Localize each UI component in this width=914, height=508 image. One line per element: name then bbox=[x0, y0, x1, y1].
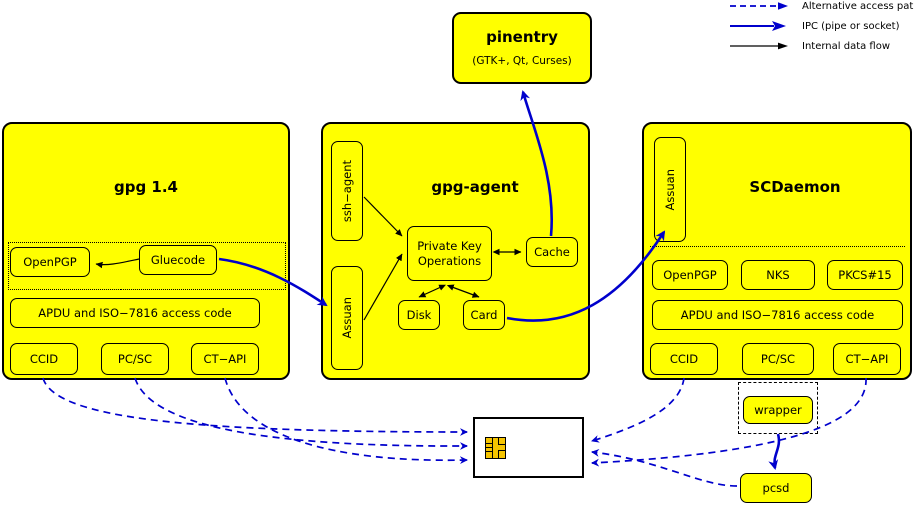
private-key-ops-line1: Private Key bbox=[417, 239, 482, 254]
wrapper-node[interactable]: wrapper bbox=[743, 396, 813, 424]
scdaemon-driver-ctapi[interactable]: CT−API bbox=[833, 343, 901, 375]
gpg-agent-cache-node[interactable]: Cache bbox=[526, 237, 578, 267]
gpg-driver-ccid[interactable]: CCID bbox=[10, 343, 78, 375]
pinentry-title: pinentry bbox=[486, 28, 558, 46]
gpg-openpgp-node[interactable]: OpenPGP bbox=[10, 247, 90, 277]
alt-scdaemon-ctapi-to-card bbox=[591, 377, 867, 467]
scdaemon-assuan-node[interactable]: Assuan bbox=[654, 137, 686, 242]
gpg-agent-assuan-node[interactable]: Assuan bbox=[331, 266, 363, 370]
legend-item-internal-data-flow: Internal data flow bbox=[730, 40, 890, 52]
gpg-agent-card-node[interactable]: Card bbox=[463, 300, 505, 330]
legend-item-ipc: IPC (pipe or socket) bbox=[730, 20, 900, 32]
pcsd-node[interactable]: pcsd bbox=[740, 473, 812, 503]
alt-gpg-pcsc-to-card bbox=[134, 377, 468, 450]
scdaemon-driver-pcsc[interactable]: PC/SC bbox=[742, 343, 814, 375]
alt-scdaemon-ccid-to-card bbox=[591, 377, 685, 443]
scdaemon-driver-ccid[interactable]: CCID bbox=[650, 343, 718, 375]
pinentry-box[interactable] bbox=[452, 12, 592, 84]
pinentry-subtitle: (GTK+, Qt, Curses) bbox=[472, 55, 572, 67]
scdaemon-app-nks[interactable]: NKS bbox=[741, 260, 815, 290]
scdaemon-apdu-node[interactable]: APDU and ISO−7816 access code bbox=[652, 300, 903, 330]
legend-label-internal-data-flow: Internal data flow bbox=[802, 40, 891, 52]
alt-gpg-ccid-to-card bbox=[42, 377, 468, 436]
legend-thin-arrow-icon bbox=[730, 42, 788, 50]
scdaemon-dotted-separator bbox=[650, 246, 905, 247]
gpg-agent-assuan-label: Assuan bbox=[339, 297, 354, 339]
scdaemon-app-pkcs15[interactable]: PKCS#15 bbox=[827, 260, 903, 290]
alt-gpg-ctapi-to-card bbox=[224, 377, 468, 465]
gpg-openpgp-dotted-group bbox=[8, 242, 121, 290]
gpg-agent-private-key-operations-node[interactable]: Private Key Operations bbox=[407, 226, 492, 281]
private-key-ops-line2: Operations bbox=[417, 253, 482, 268]
legend-label-ipc: IPC (pipe or socket) bbox=[802, 20, 900, 32]
gpg-agent-disk-node[interactable]: Disk bbox=[398, 300, 440, 330]
legend-thick-arrow-icon bbox=[730, 21, 786, 31]
scdaemon-assuan-label: Assuan bbox=[662, 168, 677, 211]
gpg-agent-ssh-agent-label: ssh−agent bbox=[339, 159, 354, 223]
gpg-driver-pcsc[interactable]: PC/SC bbox=[101, 343, 169, 375]
legend-label-alternative-access-paths: Alternative access paths bbox=[802, 0, 914, 12]
ipc-wrapper-to-pcsd bbox=[768, 433, 781, 470]
gpg-agent-ssh-agent-node[interactable]: ssh−agent bbox=[331, 141, 363, 241]
gpg-gluecode-node[interactable]: Gluecode bbox=[139, 245, 217, 275]
gpg-panel-title: gpg 1.4 bbox=[113, 178, 178, 196]
gpg-apdu-node[interactable]: APDU and ISO−7816 access code bbox=[10, 298, 260, 328]
scdaemon-app-openpgp[interactable]: OpenPGP bbox=[652, 260, 728, 290]
legend-item-alternative-access-paths: Alternative access paths bbox=[730, 0, 914, 12]
gpg-driver-ctapi[interactable]: CT−API bbox=[191, 343, 259, 375]
alt-pcsd-to-card bbox=[591, 448, 738, 487]
scdaemon-panel-title: SCDaemon bbox=[749, 178, 841, 196]
gpg-agent-panel-title: gpg-agent bbox=[431, 178, 519, 196]
smartcard-chip-icon bbox=[485, 437, 506, 459]
legend-dashed-arrow-icon bbox=[730, 2, 788, 10]
